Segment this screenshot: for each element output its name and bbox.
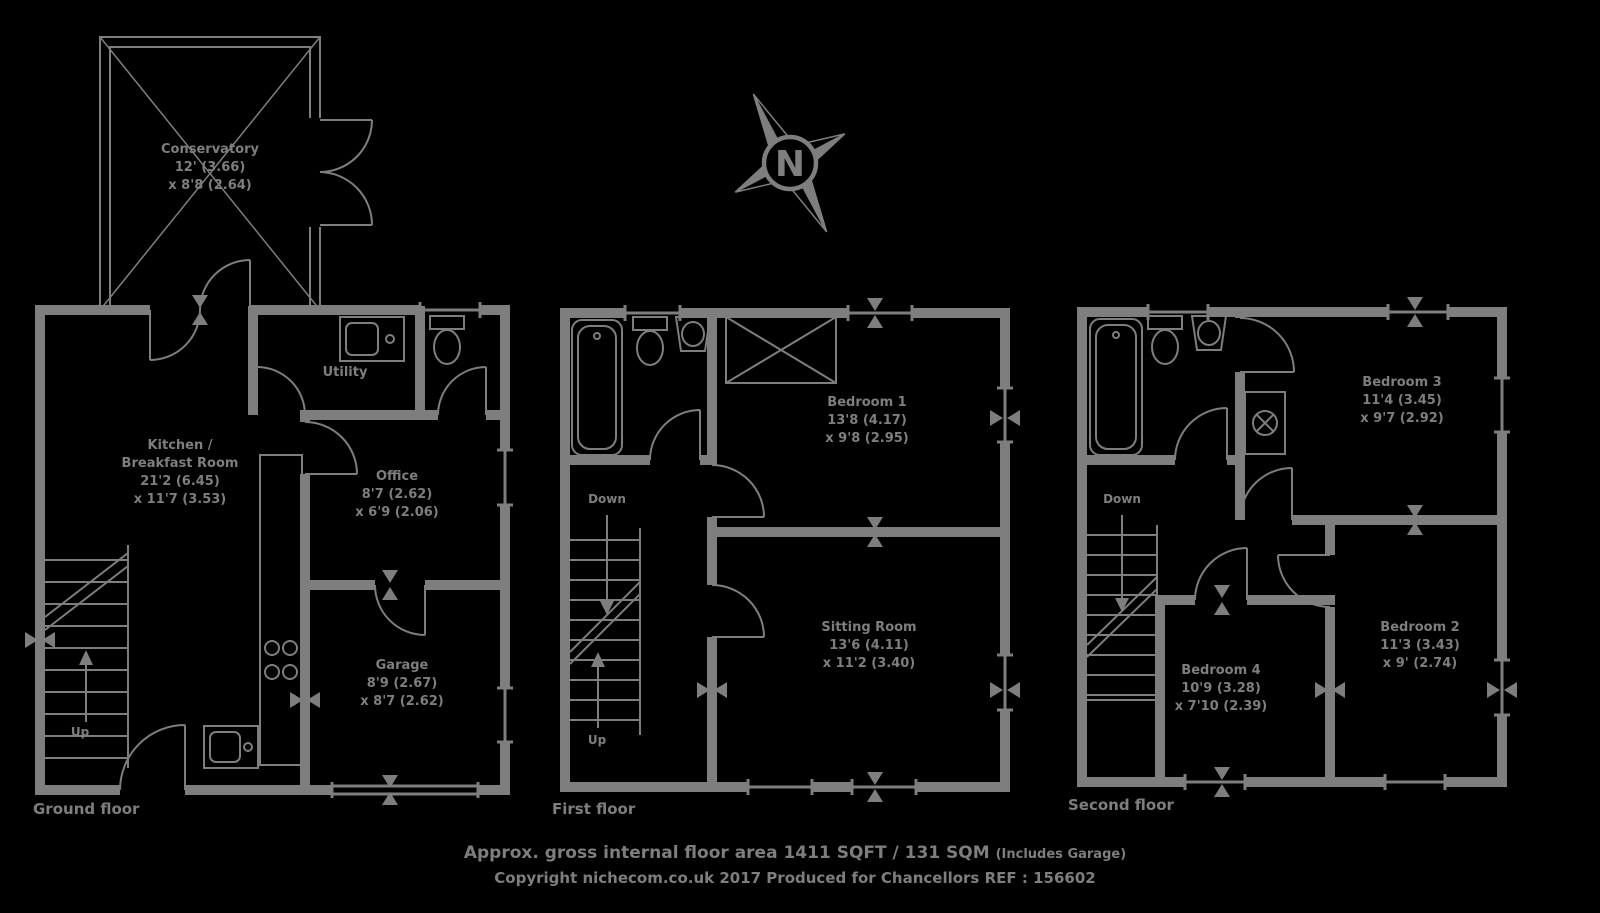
ground-fixtures (203, 315, 465, 769)
first-floor-plan (560, 298, 1020, 802)
ground-floor-plan (25, 36, 513, 805)
room-name: Bedroom 3 (1362, 375, 1442, 390)
bath-icon (571, 319, 623, 456)
room-label-kitchen: Kitchen / Breakfast Room 21'2 (6.45) x 1… (122, 437, 239, 509)
room-name: Garage (375, 658, 429, 673)
floor-label-ground: Ground floor (33, 800, 140, 818)
kitchen-sink-icon (203, 725, 259, 769)
basin-icon (1190, 315, 1228, 351)
first-stairs (569, 515, 641, 735)
second-doors (1174, 317, 1331, 608)
hob-icon (264, 640, 298, 680)
compass-north-label: N (775, 144, 805, 185)
down-arrow-head (1115, 598, 1129, 612)
compass-icon: N (734, 93, 846, 233)
room-dim: 11'3 (3.43) (1380, 638, 1460, 653)
utility-sink-icon (339, 316, 405, 362)
first-windows (623, 305, 1013, 795)
toilet-icon (632, 316, 668, 366)
ground-walls (35, 305, 510, 795)
room-dim: 12' (3.66) (174, 160, 246, 175)
room-dim: 21'2 (6.45) (140, 474, 220, 489)
floor-label-second: Second floor (1068, 796, 1174, 814)
room-label-bedroom2: Bedroom 2 11'3 (3.43) x 9' (2.74) (1380, 619, 1460, 673)
second-dimension-markers (1214, 297, 1517, 797)
wardrobe-icon (725, 316, 837, 384)
ground-stairs (44, 545, 129, 768)
ground-doors (119, 119, 487, 791)
second-floor-plan (1077, 297, 1517, 797)
down-arrow-head (600, 601, 614, 615)
room-dim: x 8'7 (2.62) (360, 694, 444, 709)
kitchen-counter (259, 454, 303, 766)
bath-icon (1089, 318, 1143, 456)
first-doors (649, 409, 765, 638)
cylinder-cupboard-icon (1244, 391, 1286, 455)
up-arrow-head (591, 652, 605, 667)
room-dim: 13'6 (4.11) (829, 638, 909, 653)
room-name: Kitchen / (147, 438, 213, 453)
stairs-up-label: Up (587, 733, 607, 747)
room-dim: x 9'7 (2.92) (1360, 411, 1444, 426)
floor-area-note: (Includes Garage) (995, 847, 1127, 862)
room-label-bedroom1: Bedroom 1 13'8 (4.17) x 9'8 (2.95) (825, 394, 908, 448)
second-fixtures (1089, 315, 1286, 456)
toilet-icon (1147, 315, 1183, 365)
second-stairs (1082, 515, 1158, 701)
stairs-up-label: Up (70, 725, 90, 739)
second-walls (1077, 307, 1507, 787)
room-dim: x 9' (2.74) (1382, 656, 1458, 671)
room-dim: 13'8 (4.17) (827, 413, 907, 428)
room-name: Bedroom 4 (1181, 663, 1261, 678)
ground-windows (330, 302, 513, 798)
room-name: Breakfast Room (121, 456, 239, 471)
room-label-conservatory: Conservatory 12' (3.66) x 8'8 (2.64) (161, 141, 259, 195)
room-dim: x 11'2 (3.40) (822, 656, 916, 671)
room-dim: x 11'7 (3.53) (133, 492, 227, 507)
room-label-bedroom4: Bedroom 4 10'9 (3.28) x 7'10 (2.39) (1175, 662, 1268, 716)
room-name: Bedroom 2 (1380, 620, 1460, 635)
room-label-sitting-room: Sitting Room 13'6 (4.11) x 11'2 (3.40) (821, 619, 916, 673)
copyright-text: Copyright nichecom.co.uk 2017 Produced f… (494, 869, 1096, 887)
room-label-garage: Garage 8'9 (2.67) x 8'7 (2.62) (360, 657, 443, 711)
conservatory-structure (99, 36, 321, 311)
first-walls (560, 308, 1010, 792)
room-dim: 8'7 (2.62) (361, 487, 433, 502)
room-dim: x 8'8 (2.64) (168, 178, 252, 193)
conservatory-roof-lines (99, 36, 321, 311)
room-name: Utility (322, 365, 368, 380)
room-dim: 10'9 (3.28) (1181, 681, 1261, 696)
room-label-bedroom3: Bedroom 3 11'4 (3.45) x 9'7 (2.92) (1360, 374, 1443, 428)
floor-area-main: Approx. gross internal floor area 1411 S… (463, 843, 990, 863)
wc-toilet-icon (429, 315, 465, 365)
room-dim: x 6'9 (2.06) (355, 505, 439, 520)
first-dimension-markers (697, 298, 1020, 802)
stairs-down-label: Down (1103, 492, 1141, 506)
room-name: Sitting Room (821, 620, 917, 635)
basin-icon (674, 316, 712, 352)
room-name: Conservatory (161, 142, 259, 157)
room-dim: 8'9 (2.67) (366, 676, 438, 691)
floor-area-text: Approx. gross internal floor area 1411 S… (464, 843, 1126, 863)
room-dim: x 9'8 (2.95) (825, 431, 909, 446)
room-label-office: Office 8'7 (2.62) x 6'9 (2.06) (355, 468, 438, 522)
room-label-utility: Utility (323, 364, 368, 382)
room-name: Office (375, 469, 419, 484)
stairs-down-label: Down (588, 492, 626, 506)
floor-label-first: First floor (552, 800, 636, 818)
room-dim: 11'4 (3.45) (1362, 393, 1442, 408)
ground-dimension-markers (25, 295, 398, 805)
room-name: Bedroom 1 (827, 395, 907, 410)
first-fixtures (571, 316, 837, 456)
up-arrow-head (79, 650, 93, 665)
room-dim: x 7'10 (2.39) (1174, 699, 1268, 714)
